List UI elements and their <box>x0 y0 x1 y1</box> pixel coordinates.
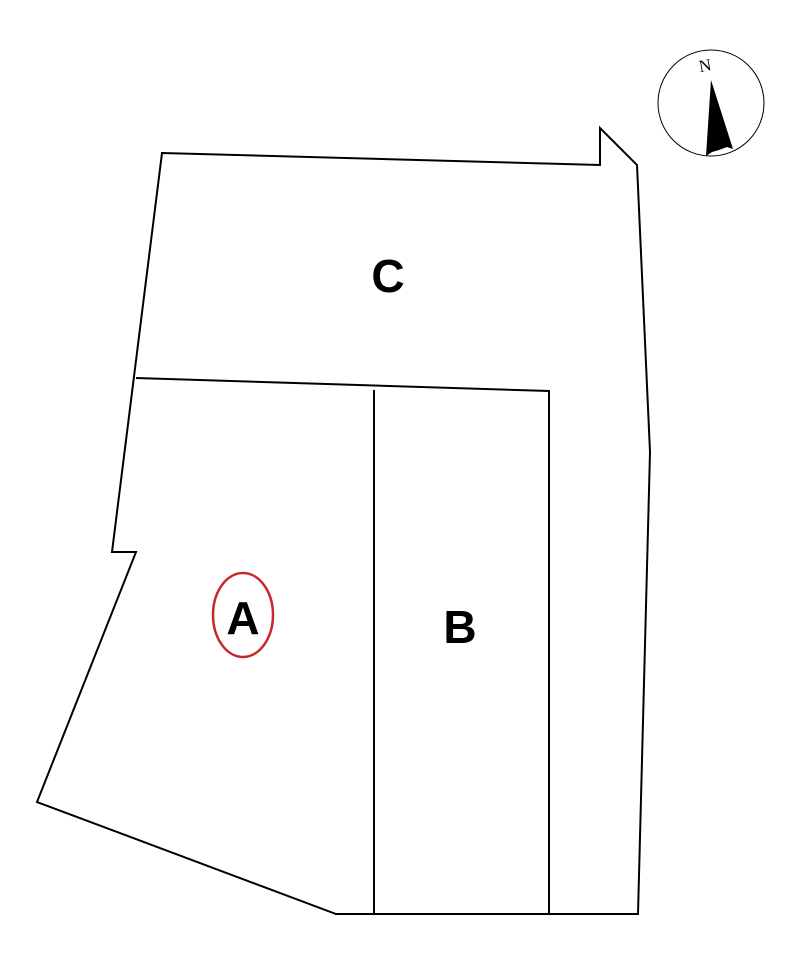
site-boundary <box>35 125 652 915</box>
lot-a[interactable]: A <box>211 571 275 659</box>
north-label: N <box>697 55 712 76</box>
compass: N <box>657 49 765 157</box>
lot-a-label: A <box>226 592 259 644</box>
lot-c[interactable]: C <box>371 250 404 302</box>
north-arrow-icon <box>706 80 733 156</box>
lot-c-label: C <box>371 250 404 302</box>
lot-b-label: B <box>443 601 476 653</box>
selection-circle <box>211 571 275 659</box>
lot-b[interactable]: B <box>443 601 476 653</box>
division-line-c <box>135 377 550 914</box>
